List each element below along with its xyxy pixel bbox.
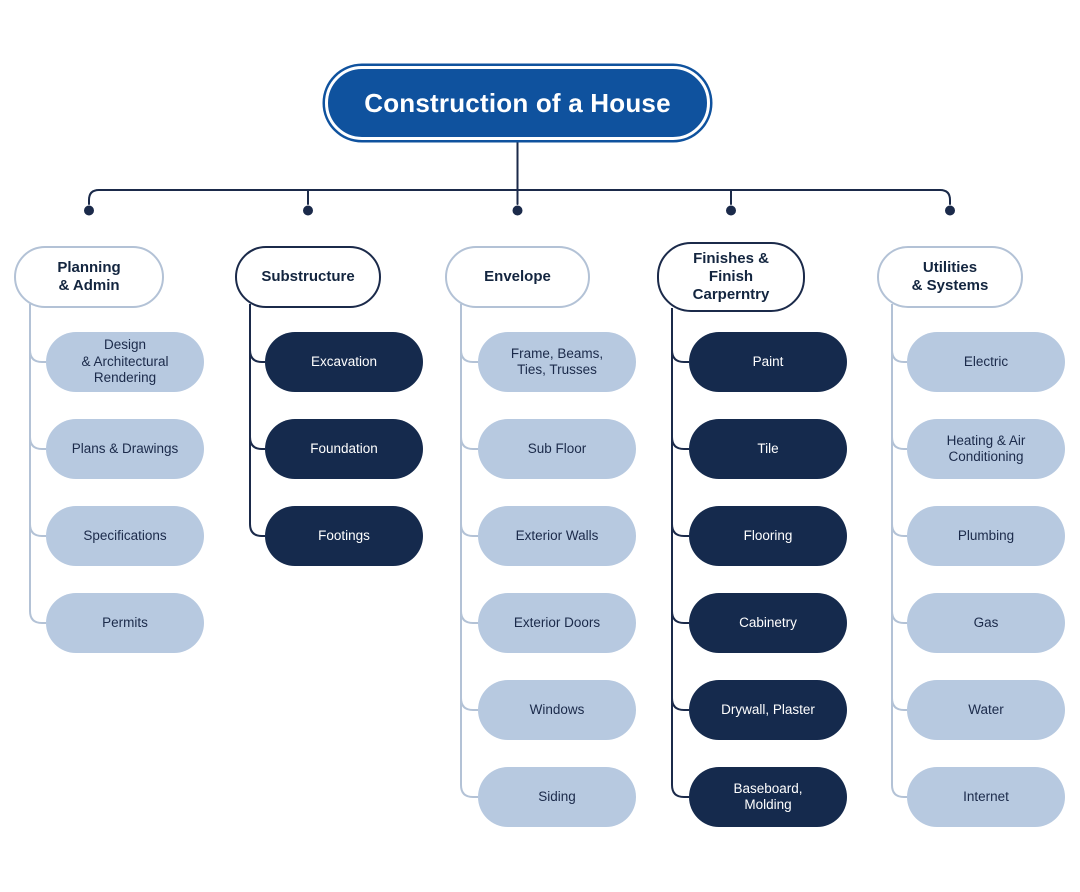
root-node: Construction of a House [325, 66, 710, 140]
node-permits: Permits [46, 593, 204, 653]
node-gas: Gas [907, 593, 1065, 653]
branch-utilities-systems: Utilities & Systems [877, 246, 1023, 308]
branch-connector-finishes [671, 308, 689, 798]
node-electric: Electric [907, 332, 1065, 392]
node-flooring: Flooring [689, 506, 847, 566]
node-baseboard-molding: Baseboard, Molding [689, 767, 847, 827]
node-exterior-walls: Exterior Walls [478, 506, 636, 566]
branch-substructure: Substructure [235, 246, 381, 308]
node-frame-beams-ties-trusses: Frame, Beams, Ties, Trusses [478, 332, 636, 392]
node-drywall-plaster: Drywall, Plaster [689, 680, 847, 740]
branch-connector-planning-admin [29, 304, 46, 624]
tree-connector [88, 139, 951, 205]
branch-connector-envelope [460, 304, 478, 798]
branch-connector-substructure [249, 304, 265, 537]
node-excavation: Excavation [265, 332, 423, 392]
node-design-architectural-rendering: Design & Architectural Rendering [46, 332, 204, 392]
node-siding: Siding [478, 767, 636, 827]
node-windows: Windows [478, 680, 636, 740]
node-internet: Internet [907, 767, 1065, 827]
node-heating-air-conditioning: Heating & Air Conditioning [907, 419, 1065, 479]
node-sub-floor: Sub Floor [478, 419, 636, 479]
node-specifications: Specifications [46, 506, 204, 566]
branch-finishes-finish-carpentry: Finishes & Finish Carperntry [657, 242, 805, 312]
node-paint: Paint [689, 332, 847, 392]
branch-planning-admin: Planning & Admin [14, 246, 164, 308]
node-water: Water [907, 680, 1065, 740]
node-cabinetry: Cabinetry [689, 593, 847, 653]
node-plumbing: Plumbing [907, 506, 1065, 566]
branch-dots [84, 205, 955, 216]
node-exterior-doors: Exterior Doors [478, 593, 636, 653]
node-tile: Tile [689, 419, 847, 479]
branch-connector-utilities [891, 304, 907, 798]
branch-envelope: Envelope [445, 246, 590, 308]
node-plans-drawings: Plans & Drawings [46, 419, 204, 479]
node-foundation: Foundation [265, 419, 423, 479]
node-footings: Footings [265, 506, 423, 566]
